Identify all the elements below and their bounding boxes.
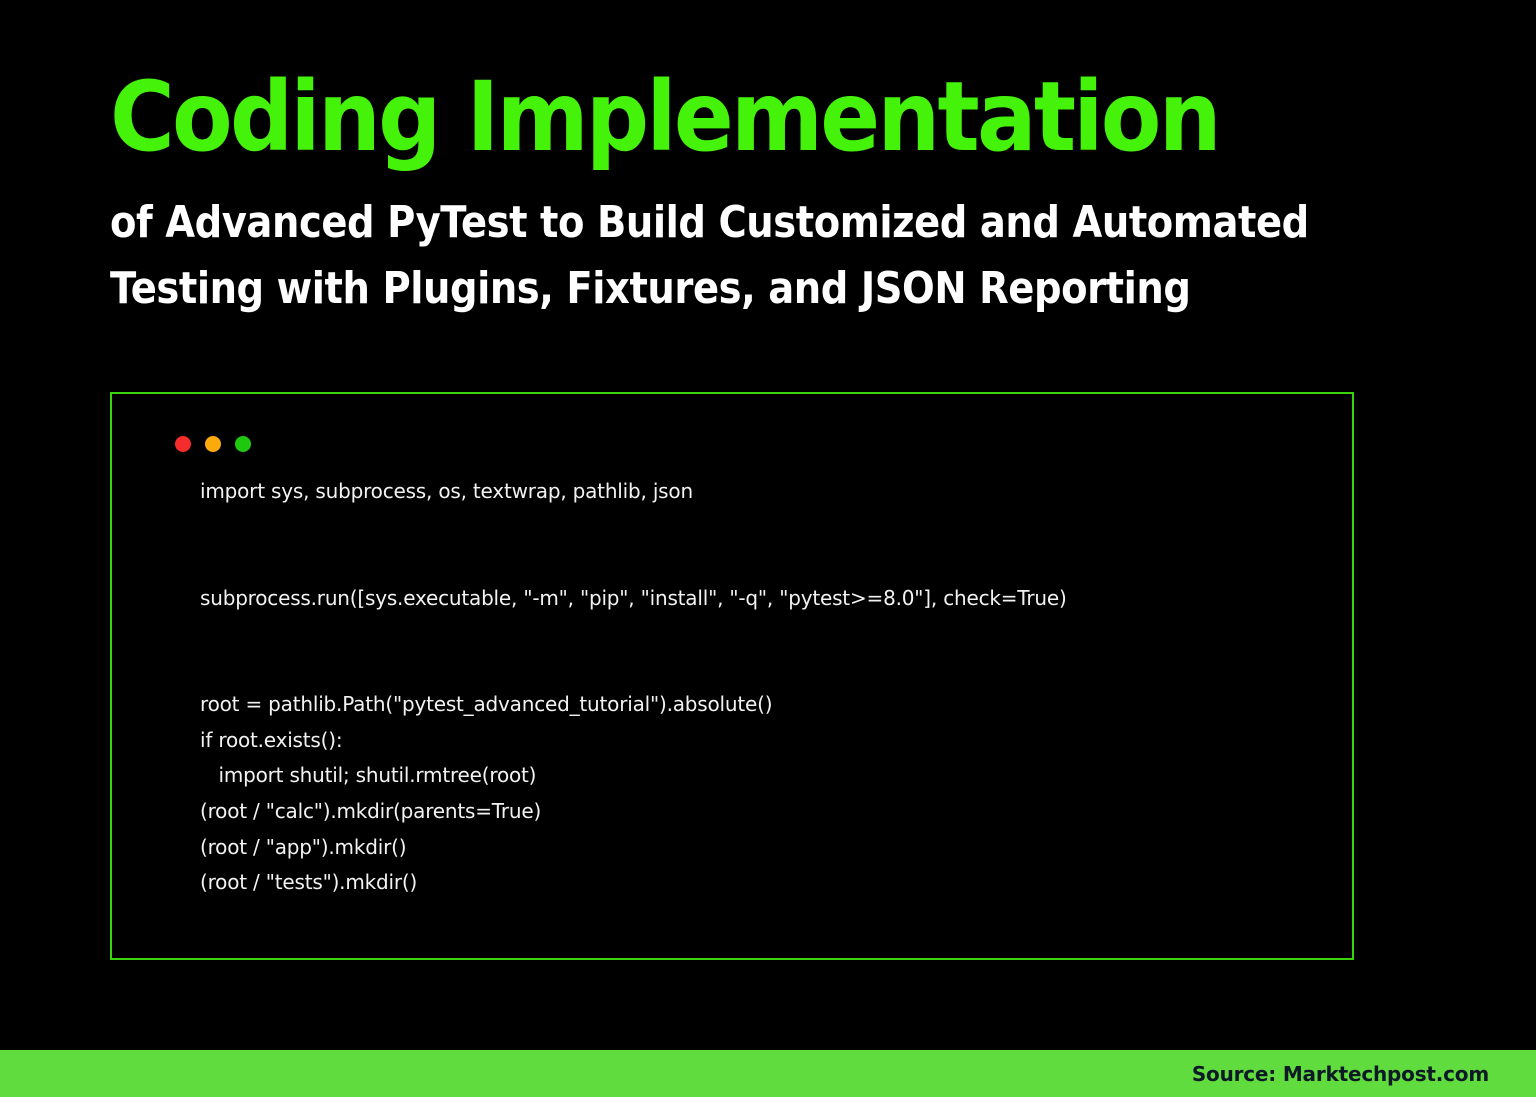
code-line: if root.exists():: [200, 727, 343, 752]
code-window: import sys, subprocess, os, textwrap, pa…: [110, 392, 1354, 960]
code-blank-line: [200, 510, 1067, 581]
subtitle-line-1: of Advanced PyTest to Build Customized a…: [110, 197, 1309, 248]
source-credit: Source: Marktechpost.com: [1191, 1062, 1489, 1086]
code-block: import sys, subprocess, os, textwrap, pa…: [200, 474, 1067, 901]
code-line: root = pathlib.Path("pytest_advanced_tut…: [200, 692, 773, 717]
code-line: (root / "calc").mkdir(parents=True): [200, 798, 542, 823]
code-blank-line: [200, 616, 1067, 687]
maximize-dot-icon: [235, 436, 251, 452]
code-line: (root / "tests").mkdir(): [200, 870, 418, 895]
window-controls: [175, 436, 251, 452]
footer-bar: Source: Marktechpost.com: [0, 1050, 1536, 1097]
page-title: Coding Implementation: [110, 61, 1222, 173]
code-line: subprocess.run([sys.executable, "-m", "p…: [200, 585, 1067, 610]
minimize-dot-icon: [205, 436, 221, 452]
code-line: import sys, subprocess, os, textwrap, pa…: [200, 479, 693, 503]
page-subtitle: of Advanced PyTest to Build Customized a…: [110, 190, 1309, 322]
code-line: import shutil; shutil.rmtree(root): [200, 763, 537, 788]
subtitle-line-2: Testing with Plugins, Fixtures, and JSON…: [110, 263, 1191, 314]
code-line: (root / "app").mkdir(): [200, 834, 407, 859]
close-dot-icon: [175, 436, 191, 452]
